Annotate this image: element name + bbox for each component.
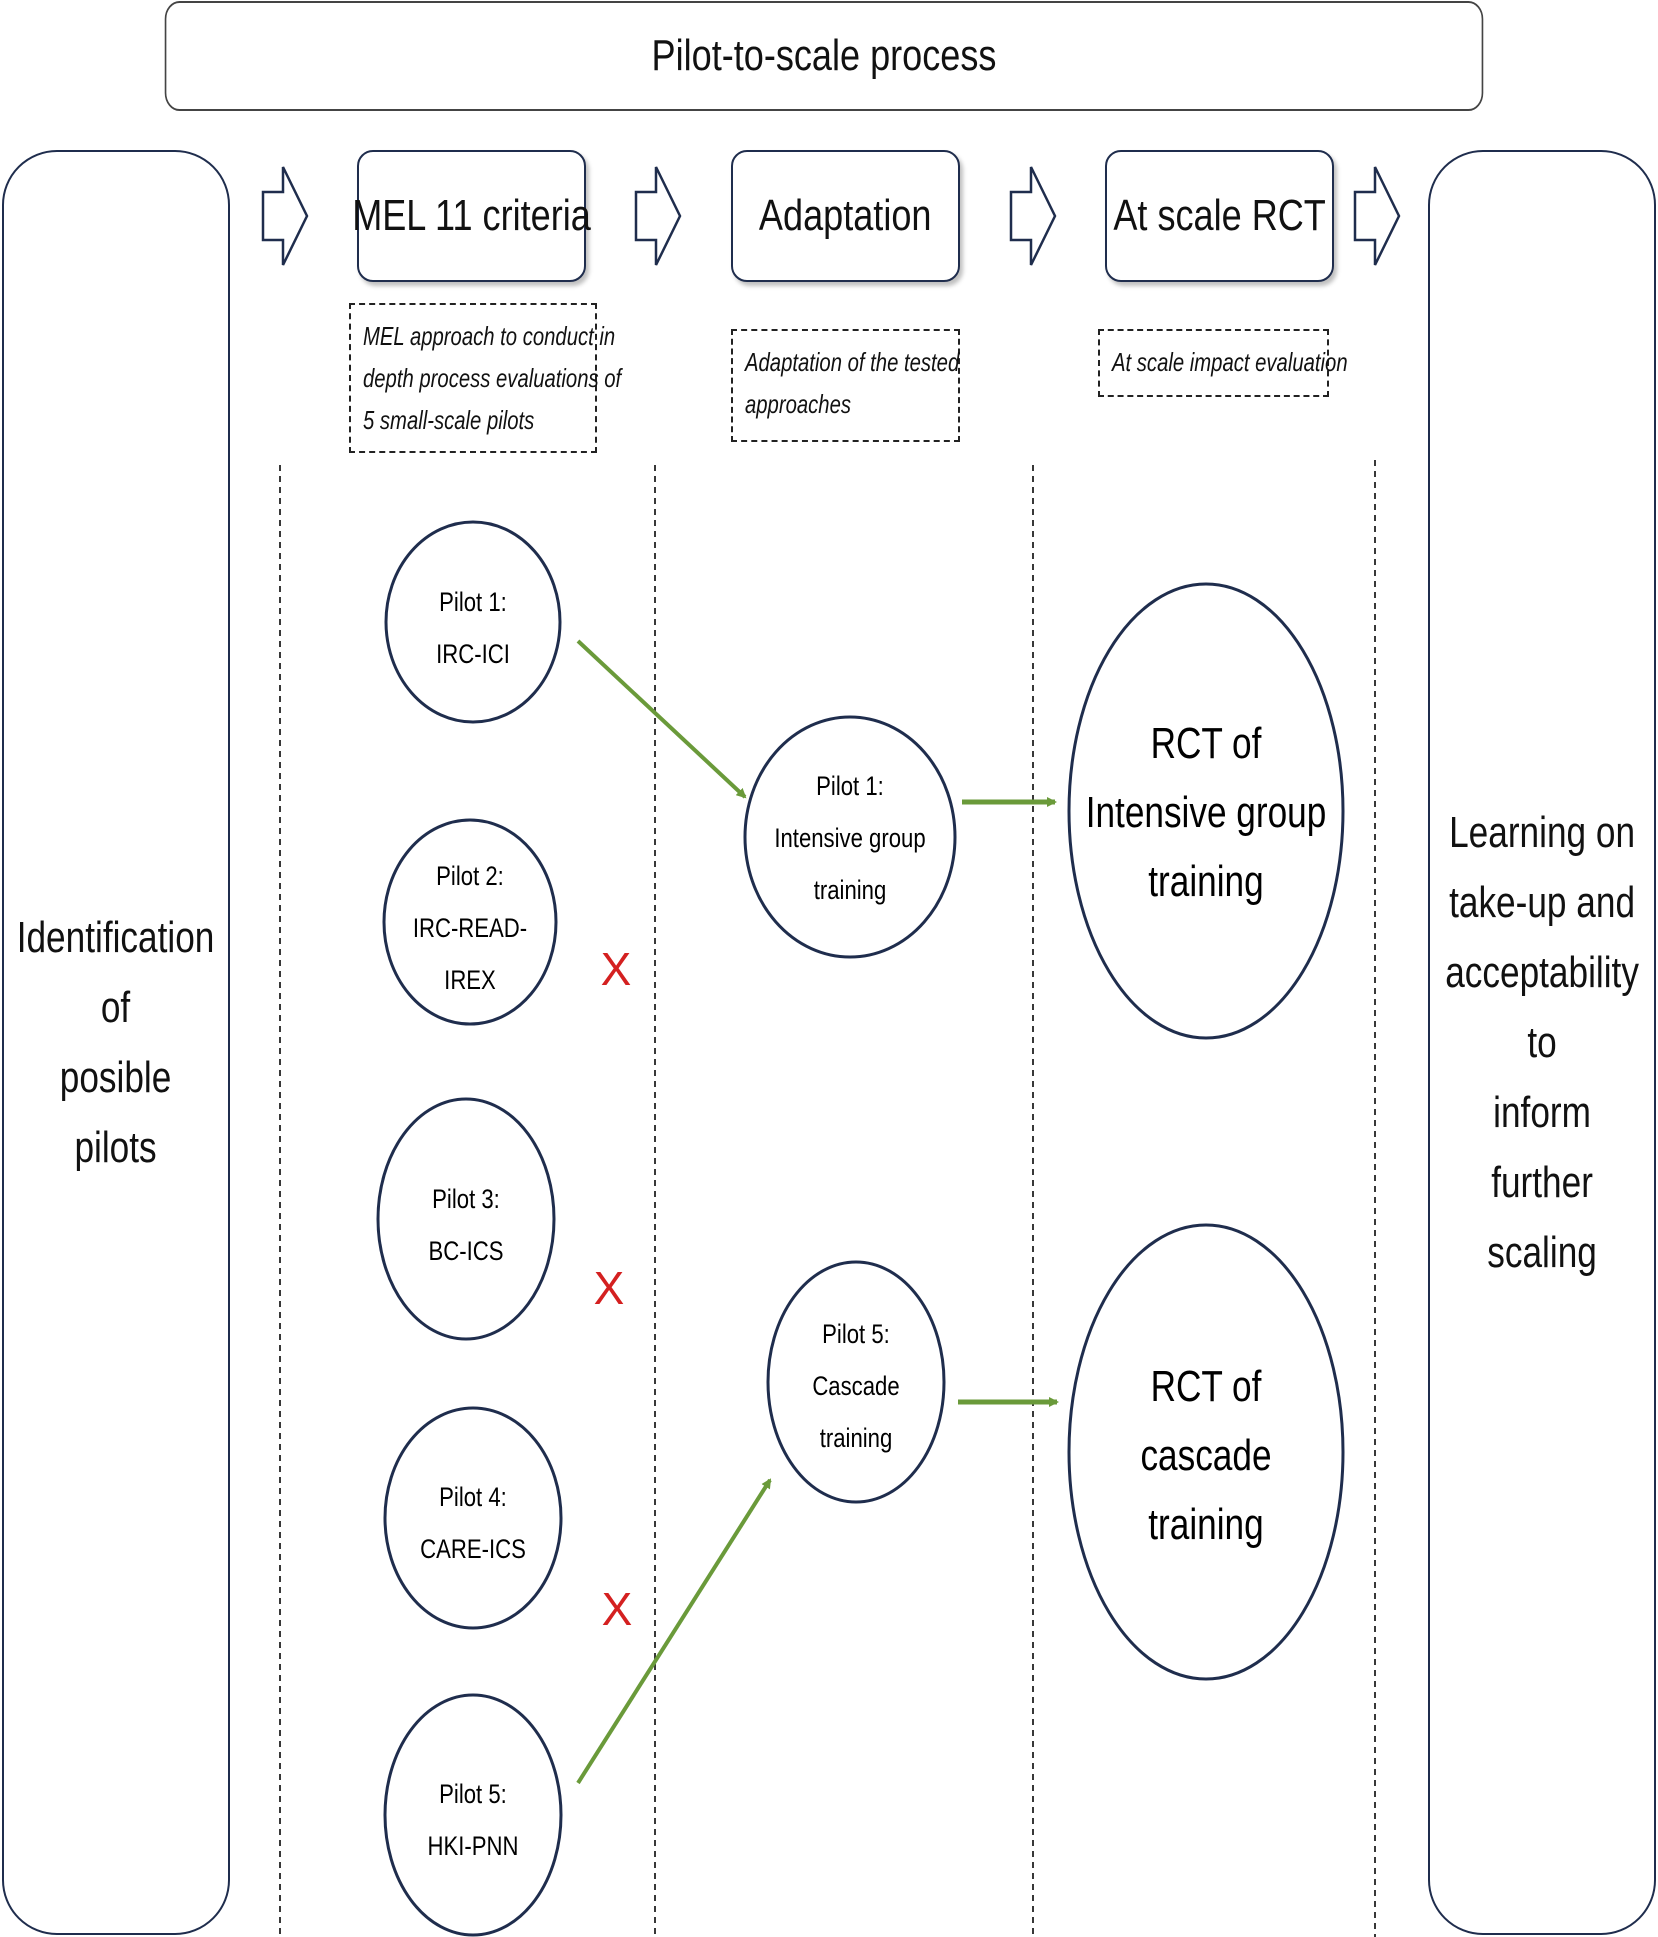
pilot-5-line-1: Pilot 5: — [439, 1780, 507, 1810]
pilot-2-node: Pilot 2: IRC-READ- IREX — [382, 818, 558, 1026]
pilot-4-line-1: Pilot 4: — [439, 1483, 507, 1513]
block-arrow-1-icon — [261, 166, 309, 266]
rct-1-line-3: training — [1148, 857, 1263, 906]
pilot-4-node: Pilot 4: CARE-ICS — [383, 1406, 563, 1630]
pilot-1-line-1: Pilot 1: — [439, 588, 507, 618]
block-arrow-3-icon — [1009, 166, 1057, 266]
left-panel-text: Identification of posible pilots — [17, 912, 215, 1172]
diagram-title: Pilot-to-scale process — [164, 1, 1484, 111]
rct-intensive-node: RCT of Intensive group training — [1067, 582, 1345, 1040]
arrow-pilot5-to-adapted — [576, 1478, 772, 1785]
pilot-2-line-1: Pilot 2: — [436, 862, 504, 892]
note-mel-line-3: 5 small-scale pilots — [363, 405, 535, 435]
pilot-2-line-2: IRC-READ- — [413, 914, 527, 944]
stage-at-scale-rct: At scale RCT — [1105, 150, 1334, 282]
note-at-scale: At scale impact evaluation — [1098, 329, 1348, 397]
exclusion-mark-pilot-2: X — [601, 943, 632, 995]
pilot-3-line-1: Pilot 3: — [432, 1185, 500, 1215]
adapted-1-line-2: Intensive group — [774, 824, 925, 854]
stage-mel-criteria-label: MEL 11 criteria — [352, 191, 591, 240]
pilot-5-node: Pilot 5: HKI-PNN — [383, 1693, 563, 1937]
stage-adaptation: Adaptation — [731, 150, 960, 282]
rct-2-line-1: RCT of — [1151, 1362, 1263, 1411]
right-panel-text: Learning on take-up and acceptability to… — [1445, 807, 1639, 1277]
arrow-pilot1-to-adapted — [576, 639, 747, 799]
adapted-pilot-5-node: Pilot 5: Cascade training — [766, 1260, 946, 1504]
rct-1-line-2: Intensive group — [1086, 788, 1327, 837]
pilot-4-line-2: CARE-ICS — [420, 1535, 526, 1565]
note-adaptation-line-2: approaches — [745, 389, 851, 419]
exclusion-mark-pilot-4: X — [602, 1583, 633, 1635]
rct-1-line-1: RCT of — [1151, 719, 1263, 768]
block-arrow-4-icon — [1353, 166, 1401, 266]
adapted-1-line-3: training — [814, 876, 887, 906]
rct-2-line-2: cascade — [1140, 1431, 1271, 1480]
block-arrow-2-icon — [634, 166, 682, 266]
stage-adaptation-label: Adaptation — [759, 191, 932, 240]
adapted-5-line-1: Pilot 5: — [822, 1320, 890, 1350]
rct-2-line-3: training — [1148, 1500, 1263, 1549]
note-mel-approach: MEL approach to conduct in depth process… — [349, 303, 621, 453]
pilot-5-line-2: HKI-PNN — [428, 1832, 519, 1862]
pilot-3-node: Pilot 3: BC-ICS — [376, 1097, 556, 1341]
note-adaptation: Adaptation of the tested approaches — [731, 329, 960, 442]
adapted-1-line-1: Pilot 1: — [816, 772, 884, 802]
pilot-2-line-3: IREX — [444, 966, 496, 996]
adapted-5-line-2: Cascade — [812, 1372, 899, 1402]
stage-at-scale-rct-label: At scale RCT — [1113, 191, 1326, 240]
exclusion-mark-pilot-3: X — [594, 1262, 625, 1314]
pilot-1-line-2: IRC-ICI — [436, 640, 510, 670]
stage-mel-criteria: MEL 11 criteria — [352, 150, 591, 282]
pilot-1-node: Pilot 1: IRC-ICI — [384, 520, 562, 724]
diagram-title-text: Pilot-to-scale process — [651, 31, 997, 80]
adapted-pilot-1-node: Pilot 1: Intensive group training — [743, 715, 957, 959]
adapted-5-line-3: training — [820, 1424, 893, 1454]
left-panel: Identification of posible pilots — [2, 150, 230, 1935]
right-panel: Learning on take-up and acceptability to… — [1428, 150, 1656, 1935]
rct-cascade-node: RCT of cascade training — [1067, 1223, 1345, 1681]
pilot-3-line-2: BC-ICS — [429, 1237, 504, 1267]
